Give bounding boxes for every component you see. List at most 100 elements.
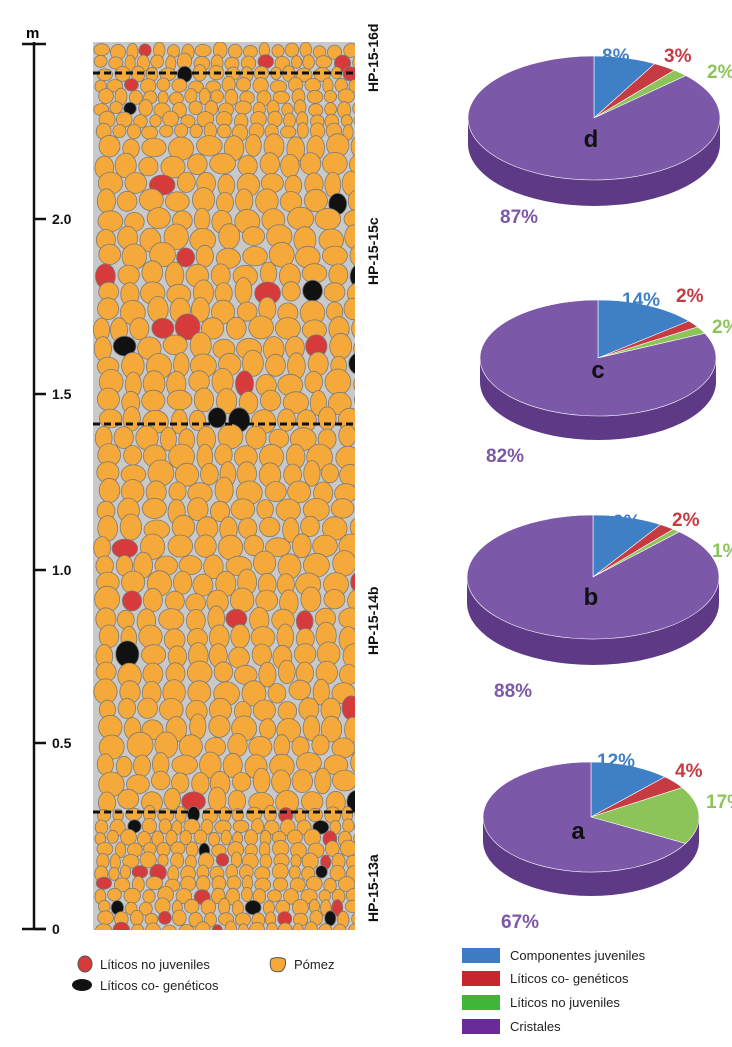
pie-slice-a-0 (590, 761, 666, 818)
clast (295, 67, 313, 83)
clast (300, 515, 320, 538)
clast (183, 818, 201, 835)
pie-value-label: 9% (613, 512, 641, 533)
clast (139, 901, 153, 916)
clast (192, 573, 214, 597)
clast (188, 100, 203, 116)
clast (213, 661, 234, 683)
pie-slice-c-0 (597, 299, 690, 359)
clast (124, 78, 139, 92)
clast (176, 247, 196, 268)
clast (158, 911, 172, 925)
clast (160, 155, 186, 179)
clast (189, 936, 202, 950)
pie-slice-d-3 (467, 55, 721, 181)
legend-label-no-juveniles: Líticos no juveniles (100, 956, 210, 972)
clast (107, 887, 122, 902)
clast (358, 934, 372, 948)
clast (264, 481, 287, 503)
clast (280, 153, 300, 178)
clast (252, 767, 271, 794)
clast (96, 68, 113, 82)
clast (259, 261, 278, 286)
clast (163, 223, 189, 251)
clast (129, 936, 143, 950)
clast (272, 90, 290, 104)
clast (193, 829, 208, 845)
clast (349, 155, 355, 174)
legend-item-juveniles: Componentes juveniles (462, 948, 645, 963)
clast (141, 137, 167, 158)
clast (348, 353, 355, 375)
clast (304, 78, 322, 93)
clast (337, 876, 355, 892)
clast (126, 731, 154, 759)
clast (339, 839, 355, 857)
clast (302, 54, 315, 70)
sample-label-14b: HP-15-14b (365, 587, 381, 655)
stratigraphic-column (93, 42, 384, 950)
clast (266, 922, 278, 930)
clast (321, 152, 348, 176)
clast (146, 207, 171, 230)
clast (350, 572, 355, 592)
clast (317, 935, 330, 950)
clast (253, 550, 277, 576)
clast (97, 210, 124, 233)
clast (337, 88, 355, 104)
clast (258, 661, 277, 688)
clast (216, 388, 238, 415)
clast (208, 715, 231, 738)
clast (342, 818, 355, 833)
clast (304, 370, 324, 394)
clast (112, 124, 127, 139)
clast (144, 922, 161, 930)
clast (117, 264, 140, 286)
clast (288, 679, 312, 701)
clast (126, 774, 150, 795)
clast (241, 887, 253, 903)
clast (282, 391, 309, 414)
clast (176, 171, 196, 193)
clast (193, 207, 211, 232)
clast (360, 769, 377, 794)
clast (171, 78, 188, 93)
pie-value-label: 2% (707, 62, 732, 83)
clast (358, 425, 384, 449)
pie-value-label: 88% (494, 681, 532, 702)
clast (116, 190, 138, 212)
clast (241, 226, 265, 246)
clast (209, 500, 230, 522)
clast (277, 701, 298, 722)
legend-text-co-geneticos: Líticos co- genéticos (510, 971, 629, 986)
clast (216, 936, 230, 949)
clast (96, 935, 109, 949)
clast (346, 936, 356, 949)
clast (282, 517, 300, 543)
clast (137, 697, 159, 719)
clast (126, 123, 142, 140)
pie-slice-a-2 (589, 787, 700, 844)
clast (117, 788, 140, 810)
clast (98, 477, 121, 503)
clast (183, 898, 200, 914)
clast (252, 699, 276, 722)
clast (173, 570, 193, 595)
clast (156, 77, 171, 92)
clast (302, 279, 323, 302)
clast (355, 126, 365, 138)
clast (194, 43, 212, 58)
clast (353, 342, 355, 356)
clast (354, 812, 355, 817)
clast (271, 863, 289, 880)
clast (314, 767, 332, 795)
clast (237, 923, 249, 930)
clast (278, 922, 293, 930)
clast (259, 516, 281, 538)
clast (330, 498, 355, 519)
clast (179, 830, 192, 846)
clast (286, 829, 303, 845)
legend-item-no-juveniles: Líticos no juveniles (76, 955, 210, 973)
sample-label-15c: HP-15-15c (365, 217, 381, 285)
clast (171, 772, 190, 794)
